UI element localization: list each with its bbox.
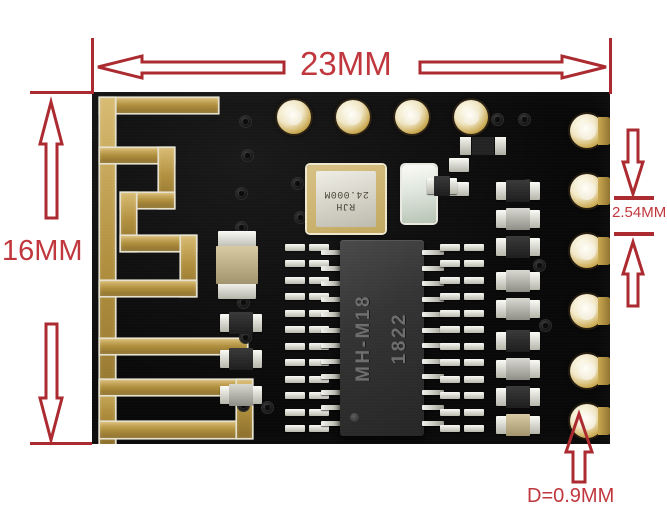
through-hole-pad — [454, 100, 488, 134]
ic-pins-left — [321, 250, 343, 426]
smd-resistor — [220, 384, 262, 406]
castellated-pad — [570, 234, 610, 268]
castellated-pad — [570, 404, 610, 438]
smd-led — [402, 165, 436, 223]
pcb-antenna — [92, 92, 282, 444]
smd-resistor — [496, 270, 540, 292]
via — [240, 116, 251, 127]
via — [492, 114, 503, 125]
castellated-pad — [570, 354, 610, 388]
through-hole-pad — [277, 100, 311, 134]
dimension-extension-line-right — [609, 38, 612, 94]
smd-resistor — [220, 312, 262, 334]
through-hole-pad — [336, 100, 370, 134]
via — [236, 188, 247, 199]
crystal-line1: 24.000M — [323, 187, 369, 199]
ic-part-number: MH-M18 — [353, 294, 374, 382]
ic-pins-right — [422, 250, 444, 426]
smd-resistor — [496, 180, 540, 202]
pcb-module: 24.000M RJH — [92, 92, 610, 444]
smd-pad-array-right — [440, 244, 484, 432]
via — [534, 260, 545, 271]
crystal-oscillator: 24.000M RJH — [307, 165, 385, 233]
smd-diode — [460, 137, 506, 155]
smd-resistor — [220, 348, 262, 370]
smd-resistor — [496, 298, 540, 320]
width-dimension-label: 23MM — [300, 45, 392, 82]
pitch-tick-upper — [614, 196, 654, 200]
via — [236, 222, 247, 233]
height-arrow-up — [38, 96, 64, 220]
crystal-line2: RJH — [336, 199, 356, 211]
smd-pad-array-left — [285, 244, 329, 432]
height-dimension-label: 16MM — [2, 235, 83, 267]
smd-resistor — [496, 386, 540, 408]
pitch-arrow-down — [620, 128, 646, 200]
smd-resistor — [427, 176, 457, 196]
ic-date-code: 1822 — [389, 311, 410, 365]
hole-diameter-arrow — [563, 409, 595, 484]
width-arrow-right — [418, 54, 607, 80]
pitch-dimension-label: 2.54MM — [612, 204, 667, 221]
pitch-arrow-up — [620, 236, 646, 308]
castellated-pad — [570, 294, 610, 328]
dimension-tick-top-left — [30, 91, 92, 94]
via — [240, 332, 251, 343]
width-arrow-left — [97, 54, 286, 80]
smd-resistor — [496, 414, 540, 436]
smd-resistor — [496, 208, 540, 230]
through-hole-pad — [395, 100, 429, 134]
smd-resistor — [496, 330, 540, 352]
pitch-tick-lower — [614, 232, 654, 236]
via — [262, 402, 273, 413]
via — [242, 150, 253, 161]
hole-diameter-label: D=0.9MM — [527, 485, 615, 507]
castellated-pad — [570, 174, 610, 208]
via — [540, 320, 551, 331]
main-ic-chip: MH-M18 1822 — [340, 240, 424, 436]
dimension-tick-bottom-left — [30, 442, 92, 445]
dimension-extension-line-left — [91, 38, 94, 94]
height-arrow-down — [38, 322, 64, 446]
castellated-pad — [570, 114, 610, 148]
smd-resistor — [496, 358, 540, 380]
ic-pin1-dot — [350, 413, 359, 422]
via — [238, 297, 249, 308]
via — [295, 212, 306, 223]
smd-resistor — [496, 236, 540, 258]
smd-capacitor — [216, 231, 258, 299]
via — [292, 178, 303, 189]
via — [519, 114, 530, 125]
